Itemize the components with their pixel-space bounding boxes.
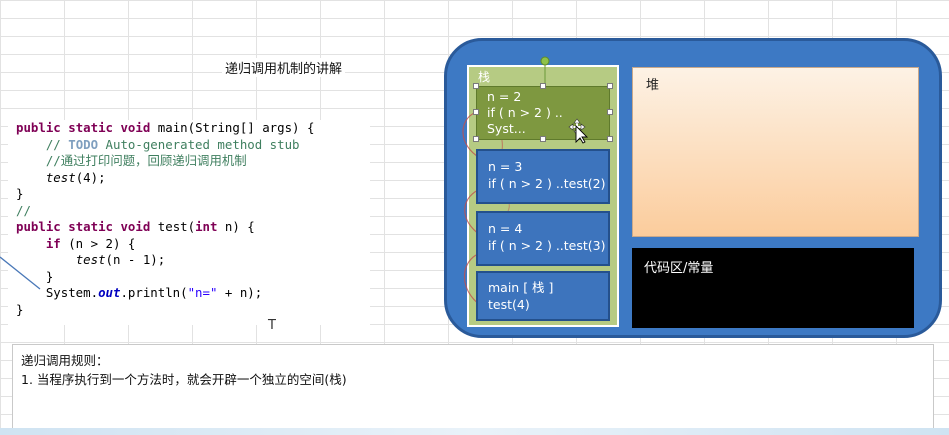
code-line-5: } <box>16 186 24 201</box>
code-line-1: public static void main(String[] args) { <box>16 120 315 135</box>
page-title: 递归调用机制的讲解 <box>222 58 346 77</box>
rules-heading: 递归调用规则： <box>21 353 109 368</box>
code-line-8: if (n > 2) { <box>45 235 136 251</box>
code-line-3: //通过打印问题，回顾递归调用机制 <box>45 153 247 168</box>
code-line-9: test(n - 1); <box>75 252 166 267</box>
code-line-7: public static void test(int n) { <box>16 219 255 234</box>
code-constant-area[interactable] <box>632 248 914 328</box>
stack-frame-n2[interactable]: n = 2 if ( n > 2 ) .. Syst... <box>476 86 610 140</box>
stack-label: 栈 <box>478 70 491 84</box>
heap-label: 堆 <box>646 78 660 93</box>
stack-frame-main[interactable]: main [ 栈 ] test(4) <box>476 271 610 321</box>
pointer-arrow-icon <box>0 256 41 290</box>
move-cursor-icon <box>568 118 589 144</box>
resize-handle-icon[interactable] <box>540 83 546 89</box>
resize-handle-icon[interactable] <box>607 136 613 142</box>
rotate-handle-icon[interactable] <box>539 56 551 88</box>
recursion-rules-box[interactable]: 递归调用规则： 1. 当程序执行到一个方法时，就会开辟一个独立的空间(栈) <box>12 344 934 430</box>
stack-frame-n4[interactable]: n = 4 if ( n > 2 ) ..test(3) <box>476 211 610 266</box>
code-line-12: } <box>16 301 24 317</box>
code-block: public static void main(String[] args) {… <box>8 120 370 325</box>
code-line-2: // TODO Auto-generated method stub <box>45 136 300 152</box>
code-line-10: } <box>45 268 54 284</box>
code-constant-label: 代码区/常量 <box>644 261 714 276</box>
text-cursor-icon: T <box>268 318 276 333</box>
code-line-6: // <box>16 202 31 218</box>
resize-handle-icon[interactable] <box>607 109 613 115</box>
resize-handle-icon[interactable] <box>607 83 613 89</box>
stack-frame-n3[interactable]: n = 3 if ( n > 2 ) ..test(2) <box>476 149 610 204</box>
bottom-decoration <box>0 428 949 435</box>
resize-handle-icon[interactable] <box>540 136 546 142</box>
code-line-11: System.out.println("n=" + n); <box>45 285 263 300</box>
rules-item-1: 1. 当程序执行到一个方法时，就会开辟一个独立的空间(栈) <box>21 372 347 387</box>
resize-handle-icon[interactable] <box>473 136 479 142</box>
resize-handle-icon[interactable] <box>473 109 479 115</box>
code-line-4: test(4); <box>45 169 106 185</box>
resize-handle-icon[interactable] <box>473 83 479 89</box>
heap-area[interactable] <box>632 67 919 237</box>
